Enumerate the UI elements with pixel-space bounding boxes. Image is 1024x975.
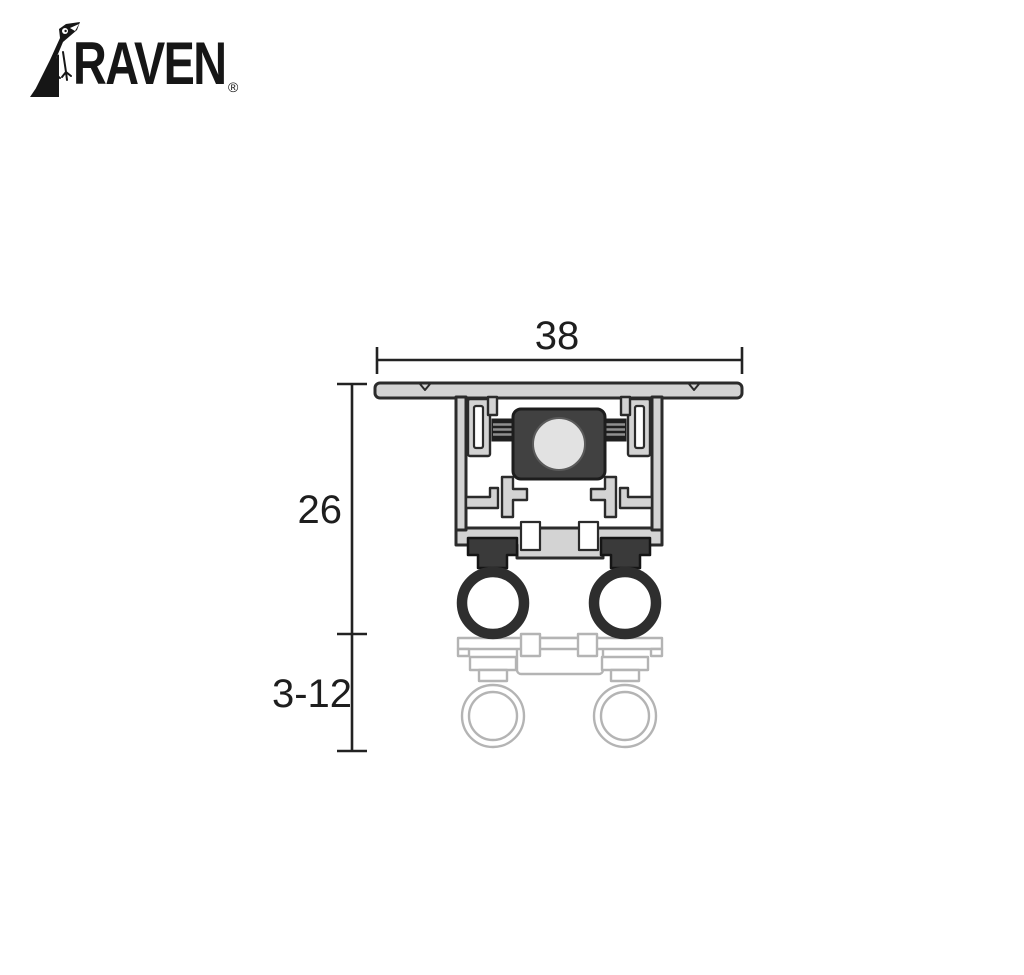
registered-trademark-symbol: ® xyxy=(228,79,239,95)
drop-range-dimension-label: 3-12 xyxy=(272,672,352,716)
ghost-lip-right xyxy=(649,647,664,658)
brand-wordmark: RAVEN xyxy=(73,30,226,97)
ghost-bottom-wall xyxy=(456,636,664,651)
top-flange xyxy=(373,381,744,400)
extrusion-profile xyxy=(373,381,744,634)
ghost-dropped-position xyxy=(456,632,664,749)
raven-logo: RAVEN ® xyxy=(30,22,239,97)
dimension-width: 38 xyxy=(375,314,744,374)
bottom-slot-right xyxy=(577,520,600,552)
flange-notch-right xyxy=(688,383,700,391)
flange-notch-left xyxy=(419,383,431,391)
ghost-slot-right xyxy=(576,632,599,658)
bottom-slot-left xyxy=(519,520,542,552)
dimension-height: 26 3-12 xyxy=(272,382,367,753)
ghost-seal-left xyxy=(460,655,526,749)
plunger-circle xyxy=(532,417,586,471)
height-dimension-label: 26 xyxy=(298,488,343,532)
ghost-lip-left xyxy=(456,647,471,658)
raven-bird-icon xyxy=(36,22,80,88)
width-dimension-label: 38 xyxy=(535,314,580,358)
ghost-slot-left xyxy=(519,632,542,658)
ghost-seal-right xyxy=(592,655,658,749)
